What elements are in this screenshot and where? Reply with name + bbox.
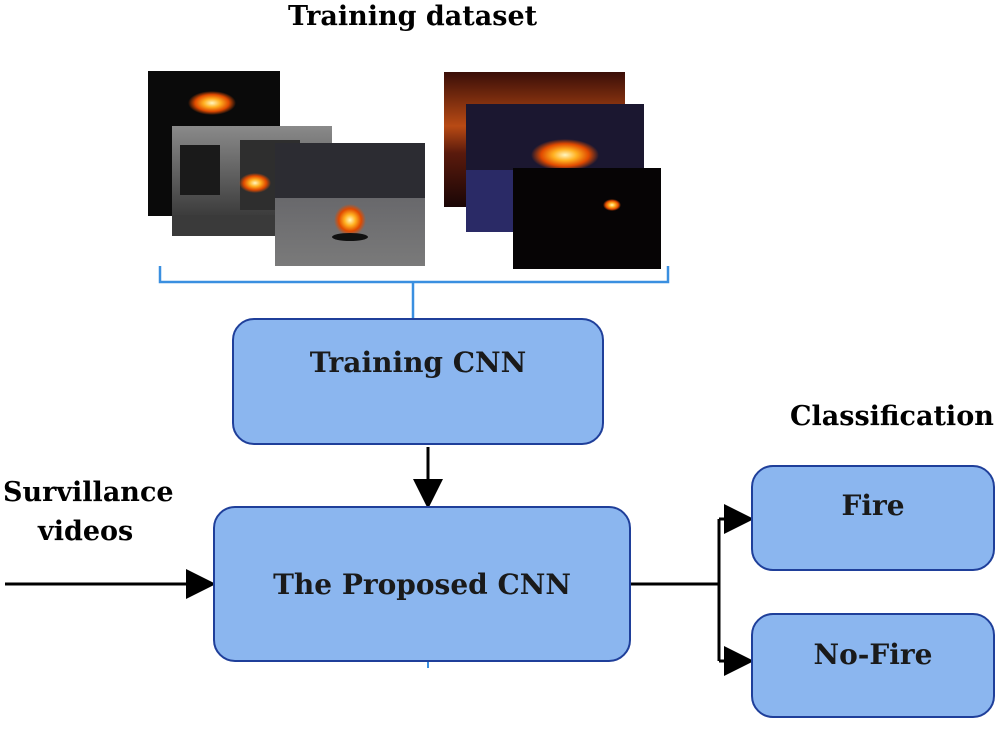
survillance-label: Survillance — [3, 477, 174, 508]
fire-class-box: Fire — [751, 465, 995, 571]
no-fire-class-box: No-Fire — [751, 613, 995, 718]
videos-label: videos — [38, 516, 134, 547]
fire-image-bonfire — [275, 143, 425, 266]
classification-title: Classification — [790, 401, 994, 432]
training-dataset-title: Training dataset — [288, 1, 538, 32]
proposed-cnn-box: The Proposed CNN — [213, 506, 631, 662]
fire-image-dark-2 — [513, 168, 661, 269]
output-connector — [631, 519, 721, 661]
training-cnn-box: Training CNN — [232, 318, 604, 445]
dataset-bracket — [158, 266, 670, 318]
